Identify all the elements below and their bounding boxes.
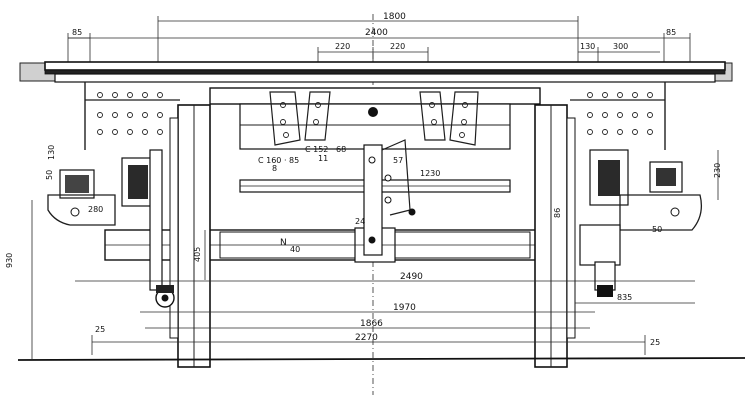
section-label-a: C 160 · 85 [258, 156, 299, 165]
part-labels: N 40 C 160 · 85 8 C 152 · 68 11 57 24 [258, 145, 403, 254]
dimension-labels: 1800 2400 85 85 220 220 130 300 1230 249… [5, 12, 722, 347]
left-brake-link [149, 149, 175, 308]
dim-86: 86 [553, 208, 562, 218]
dim-930: 930 [5, 253, 14, 268]
top-dimension-lines [67, 14, 691, 395]
dim-1230: 1230 [420, 169, 440, 178]
dim-1970: 1970 [393, 303, 416, 313]
dim-220-right: 220 [390, 42, 405, 51]
dim-280: 280 [88, 205, 103, 214]
right-bearing [579, 224, 621, 297]
dim-1866: 1866 [360, 319, 383, 329]
right-wheel [534, 104, 576, 368]
dim-50: 50 [45, 170, 54, 180]
chassis-frame [19, 61, 733, 150]
dim-220-left: 220 [335, 42, 350, 51]
dim-2490: 2490 [400, 272, 423, 282]
right-axle-box [589, 149, 703, 231]
rivet-pattern [97, 92, 653, 138]
dim-2400: 2400 [365, 28, 388, 38]
rail-level-line [17, 357, 746, 361]
dim-130: 130 [580, 42, 595, 51]
section-label-b: C 152 · 68 [305, 145, 346, 154]
part-57-label: 57 [393, 156, 403, 165]
dim-85-left: 85 [72, 28, 82, 37]
dim-835: 835 [617, 293, 632, 302]
lower-dimension-lines [31, 150, 719, 360]
axle-sub-label: 40 [290, 245, 300, 254]
section-label-b-sub: 11 [318, 154, 328, 163]
left-axle-box [47, 157, 155, 226]
dim-2270: 2270 [355, 333, 378, 343]
dim-50-vertical: 50 [652, 225, 662, 234]
dim-85-right: 85 [666, 28, 676, 37]
dim-25-right: 25 [650, 338, 660, 347]
dim-405: 405 [193, 247, 202, 262]
dim-230: 230 [713, 163, 722, 178]
dim-25-left: 25 [95, 325, 105, 334]
dim-300: 300 [613, 42, 628, 51]
centre-brake-lever [363, 139, 416, 256]
part-24-label: 24 [355, 217, 365, 226]
dim-1800: 1800 [383, 12, 406, 22]
section-label-a-sub: 8 [272, 164, 277, 173]
axle-label: N [280, 238, 287, 248]
dim-130-vertical: 130 [47, 145, 56, 160]
